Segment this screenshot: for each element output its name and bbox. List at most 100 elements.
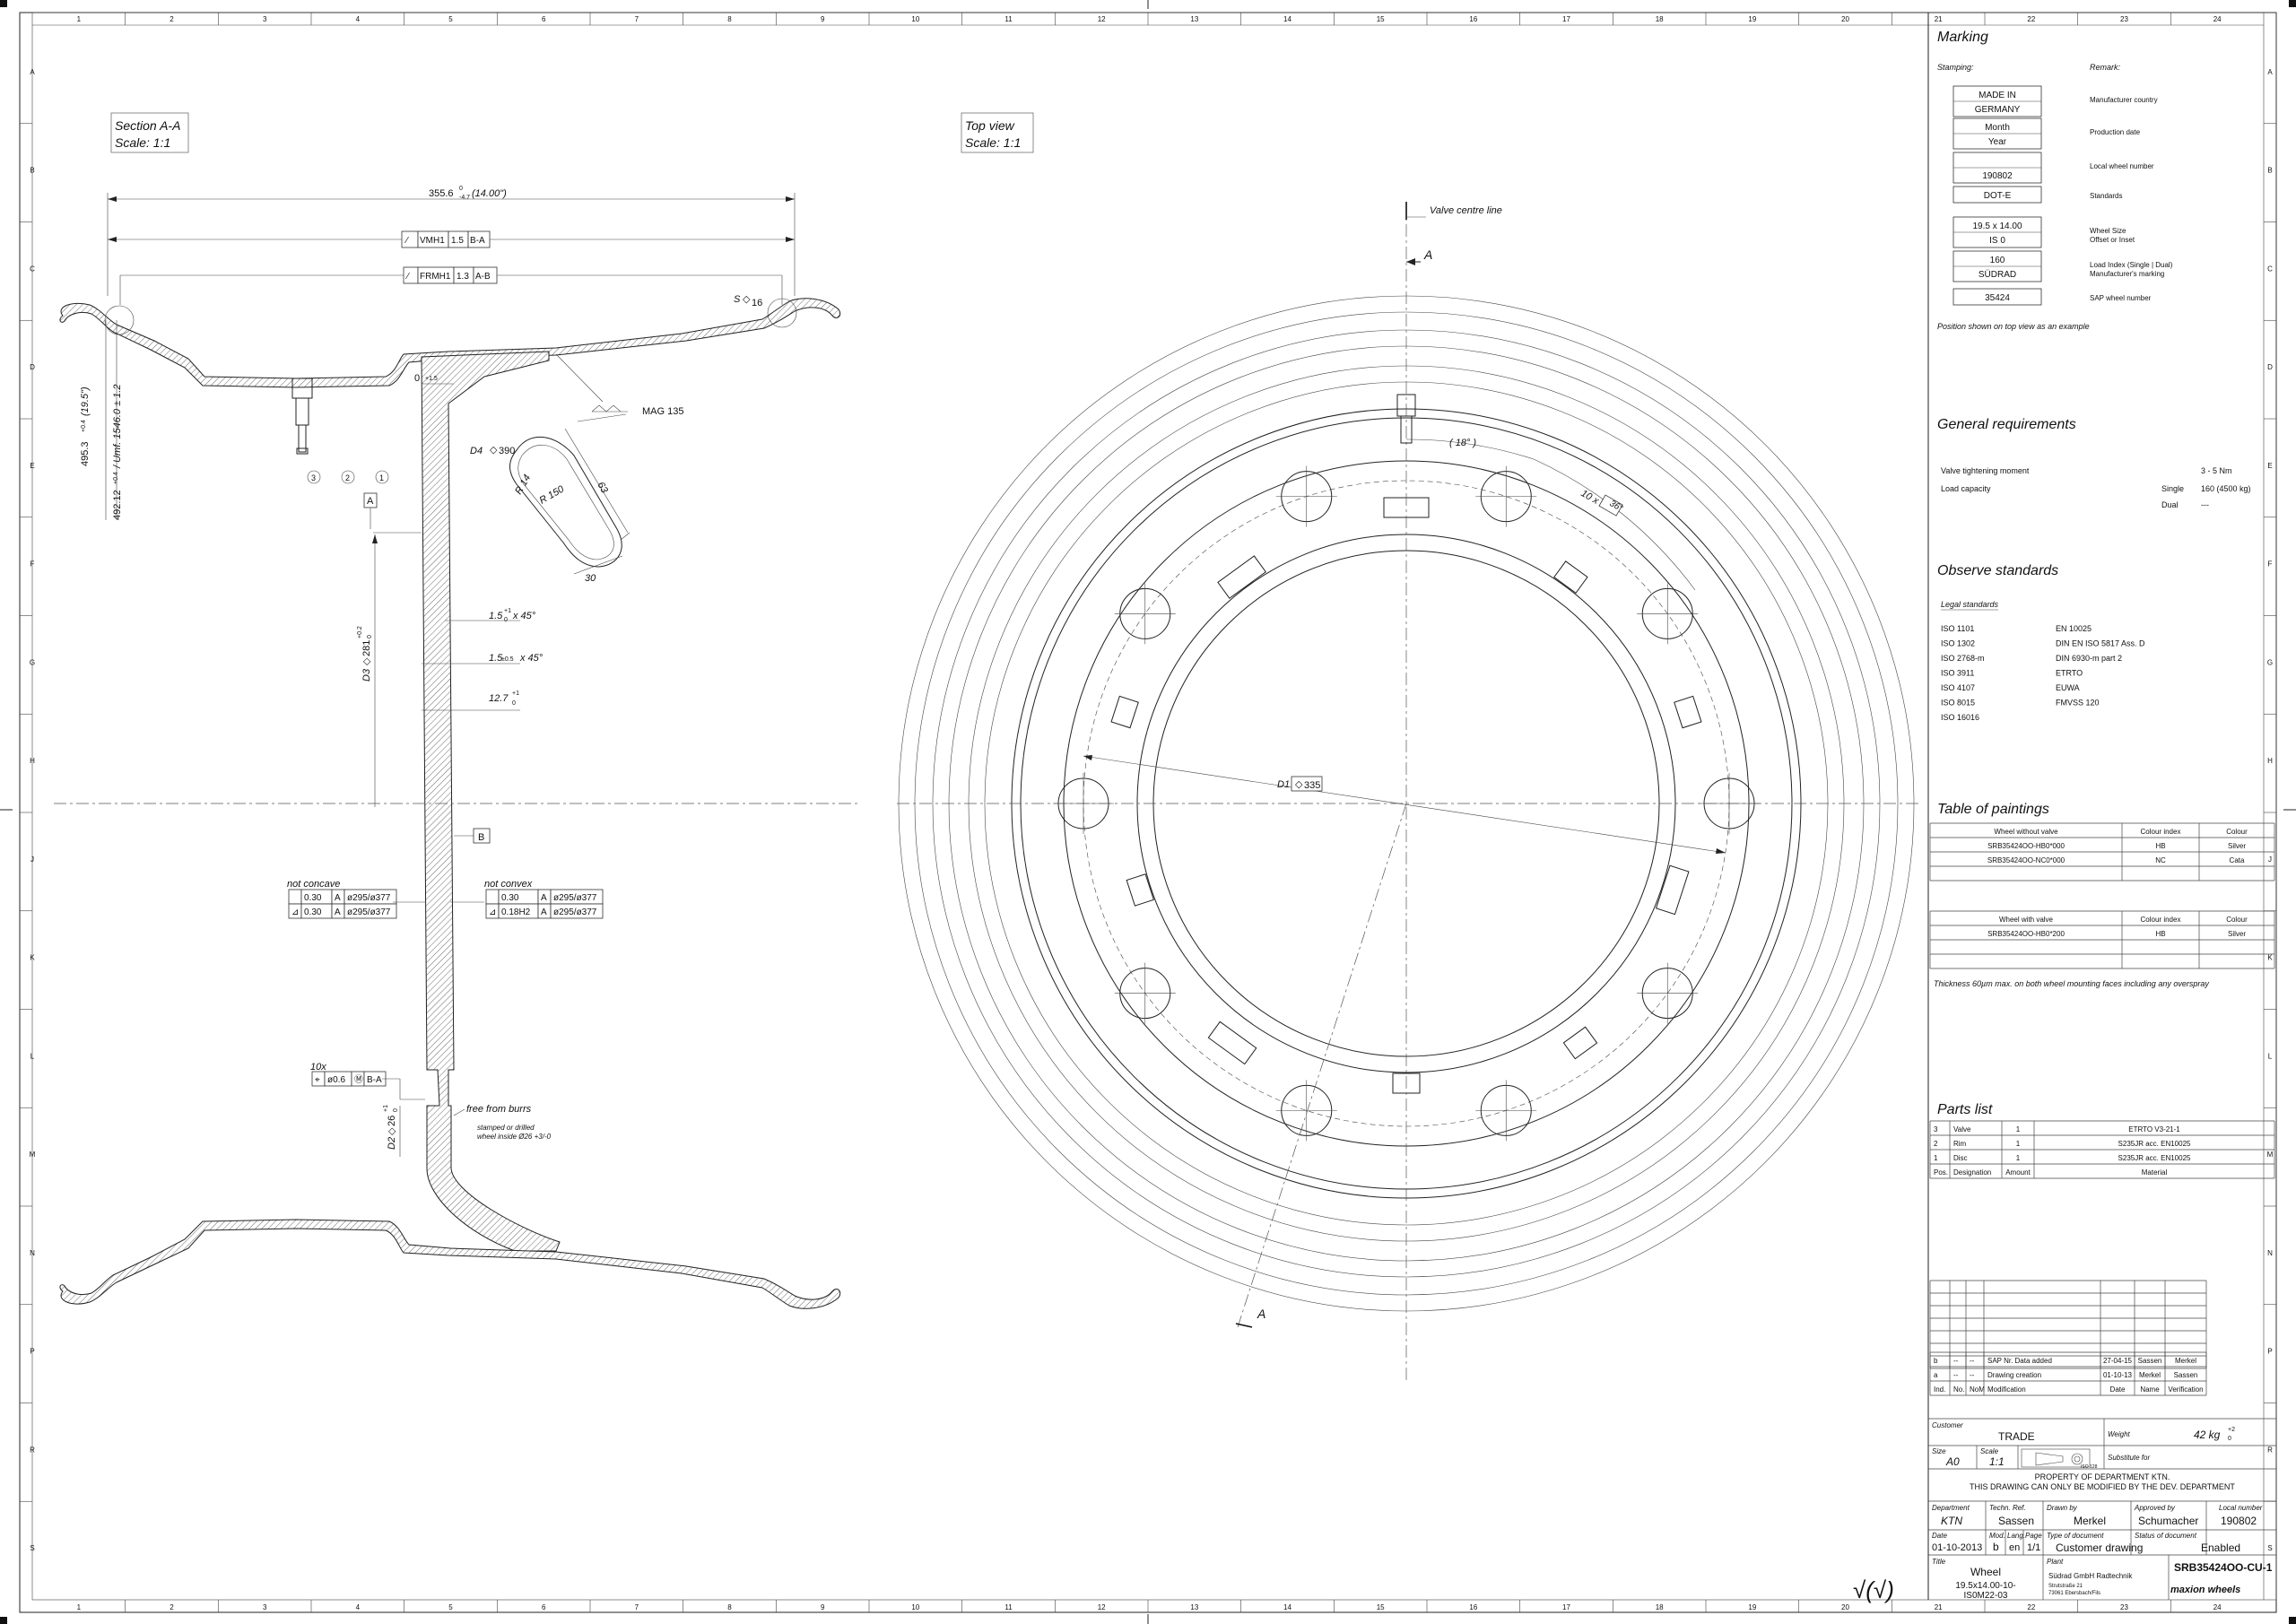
table-cell: Cata — [2230, 856, 2245, 864]
table-cell: ETRTO V3-21-1 — [2128, 1125, 2180, 1133]
standards-section: Observe standards Legal standards ISO 11… — [1937, 563, 2145, 722]
subtitle-line-2: IS0M22-03 — [1964, 1591, 2008, 1601]
svg-text:◇: ◇ — [1295, 779, 1303, 790]
d4-value: 390 — [499, 446, 515, 456]
not-concave-label: not concave — [287, 879, 340, 890]
standard-item: DIN 6930-m part 2 — [2056, 654, 2122, 663]
table-cell: Designation — [1953, 1168, 1991, 1177]
svg-text:◇: ◇ — [387, 1127, 397, 1135]
svg-text:+1: +1 — [512, 690, 519, 697]
zero-dimension: 0 — [414, 373, 420, 384]
marking-text: 160 — [1990, 256, 2005, 265]
holes-count: 10x — [310, 1062, 326, 1073]
svg-text:+1: +1 — [504, 608, 511, 614]
table-cell: Rim — [1953, 1140, 1967, 1148]
standard-item: ISO 1101 — [1941, 624, 1974, 633]
svg-text:+0.2: +0.2 — [357, 626, 363, 638]
zone-col-bottom-11: 11 — [1004, 1603, 1013, 1611]
marking-text: DOT-E — [1984, 191, 2012, 201]
zone-row-D: D — [30, 363, 35, 371]
disc-section — [421, 351, 561, 1252]
zone-row-right-G: G — [2267, 658, 2273, 666]
title-block: Customer TRADE Weight 42 kg +2 0 Size A0… — [1853, 1418, 2276, 1603]
svg-text:Weight: Weight — [2108, 1430, 2131, 1438]
stamped-note-1: stamped or drilled — [477, 1124, 535, 1132]
standards-heading: Observe standards — [1937, 563, 2058, 578]
zone-row-right-N: N — [2267, 1249, 2273, 1257]
ventilation-slot — [1553, 560, 1588, 595]
table-cell: Silver — [2228, 930, 2246, 938]
svg-text:/ Umf. 1546.0 ± 1.2: / Umf. 1546.0 ± 1.2 — [112, 385, 123, 469]
svg-text:VMH1: VMH1 — [420, 236, 445, 246]
svg-text:+1.5: +1.5 — [425, 376, 438, 382]
marking-text: SÜDRAD — [1979, 269, 2016, 280]
svg-text:(19.5"): (19.5") — [80, 386, 91, 416]
zone-col-16: 16 — [1469, 15, 1477, 23]
not-convex-label: not convex — [484, 879, 533, 890]
svg-text:2: 2 — [345, 473, 350, 482]
zone-col-bottom-16: 16 — [1469, 1603, 1477, 1611]
d3-label: D3 — [361, 668, 372, 682]
table-cell: Colour — [2226, 828, 2248, 836]
general-requirements-section: General requirements Valve tightening mo… — [1937, 417, 2251, 509]
zone-row-M: M — [30, 1151, 36, 1159]
width-inch: (14.00") — [472, 188, 507, 199]
svg-text:Approved by: Approved by — [2134, 1504, 2176, 1512]
marking-text: 19.5 x 14.00 — [1972, 221, 2022, 231]
zone-col-23: 23 — [2120, 15, 2128, 23]
paintings-note: Thickness 60µm max. on both wheel mounti… — [1934, 979, 2209, 988]
table-cell: SRB35424OO-HB0*000 — [1987, 842, 2065, 850]
zone-col-9: 9 — [821, 15, 825, 23]
zone-col-bottom-3: 3 — [263, 1603, 267, 1611]
zone-row-C: C — [30, 265, 35, 273]
svg-text:0: 0 — [2228, 1436, 2231, 1442]
svg-text:Date: Date — [1932, 1532, 1947, 1540]
frame-cell: ø295/ø377 — [347, 908, 391, 917]
svg-text:Substitute for: Substitute for — [2108, 1454, 2150, 1462]
frame-cell: Ⓜ — [354, 1074, 363, 1085]
zone-row-right-D: D — [2267, 363, 2273, 371]
svg-text:x 45°: x 45° — [519, 653, 544, 664]
section-view-scale: Scale: 1:1 — [115, 135, 170, 150]
marking-remark: Offset or Inset — [2090, 236, 2135, 244]
zone-col-6: 6 — [542, 15, 546, 23]
table-cell: Colour index — [2141, 828, 2181, 836]
svg-text:◇: ◇ — [743, 294, 751, 305]
zone-col-bottom-20: 20 — [1841, 1603, 1849, 1611]
svg-text:Customer: Customer — [1932, 1421, 1963, 1429]
top-view-title-box — [961, 112, 1034, 153]
width-tol-top: 0 — [459, 186, 463, 192]
dual-label: Dual — [2161, 500, 2179, 509]
zone-col-12: 12 — [1098, 15, 1106, 23]
svg-text:Mod.: Mod. — [1989, 1532, 2005, 1540]
table-cell: Silver — [2228, 842, 2246, 850]
subtitle-line-1: 19.5x14.00-10- — [1955, 1581, 2015, 1591]
d492-dimension: 492.12 — [112, 490, 123, 520]
ventilation-slot-detail: 63 30 R 14 R 150 — [509, 413, 631, 584]
table-cell: Sassen — [2138, 1357, 2162, 1365]
svg-text:Drawn by: Drawn by — [2047, 1504, 2078, 1512]
zone-row-right-K: K — [2267, 954, 2273, 962]
zone-col-7: 7 — [635, 15, 639, 23]
zone-col-bottom-4: 4 — [356, 1603, 361, 1611]
zone-row-S: S — [30, 1544, 34, 1552]
table-cell: Verification — [2168, 1385, 2203, 1394]
zone-col-14: 14 — [1283, 15, 1292, 23]
wheel-ventilation-slots — [1110, 497, 1702, 1094]
standard-item: ISO 3911 — [1941, 669, 1974, 678]
zone-col-bottom-23: 23 — [2120, 1603, 2128, 1611]
remark-label: Remark: — [2090, 63, 2121, 72]
department-value: KTN — [1941, 1515, 1962, 1527]
marking-remark: Manufacturer country — [2090, 96, 2158, 104]
frame-cell: ⌖ — [315, 1075, 320, 1085]
zone-col-bottom-6: 6 — [542, 1603, 546, 1611]
zone-row-right-P: P — [2267, 1348, 2272, 1356]
